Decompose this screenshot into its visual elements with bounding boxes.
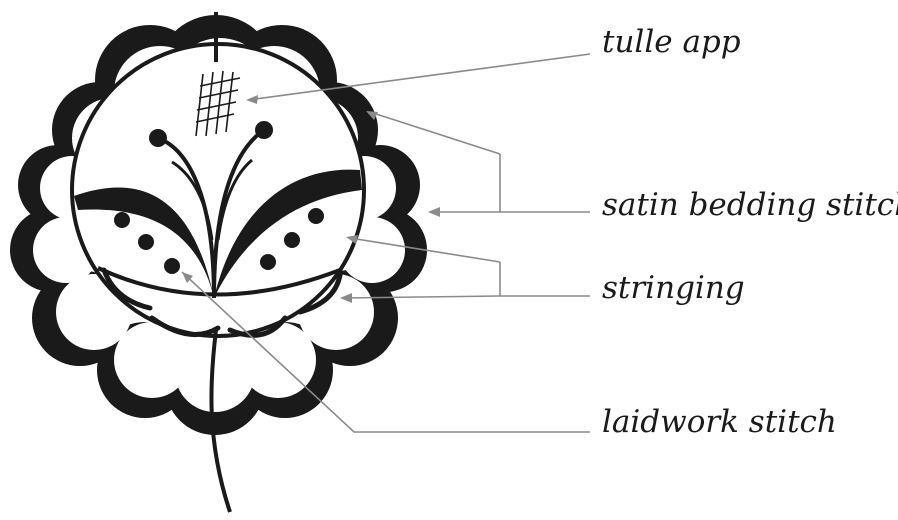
label-tulle-app: tulle app xyxy=(602,24,741,60)
label-laidwork-stitch: laidwork stitch xyxy=(602,404,837,440)
label-stringing: stringing xyxy=(602,270,745,306)
label-satin-bedding-stitch: satin bedding stitch xyxy=(602,187,898,223)
